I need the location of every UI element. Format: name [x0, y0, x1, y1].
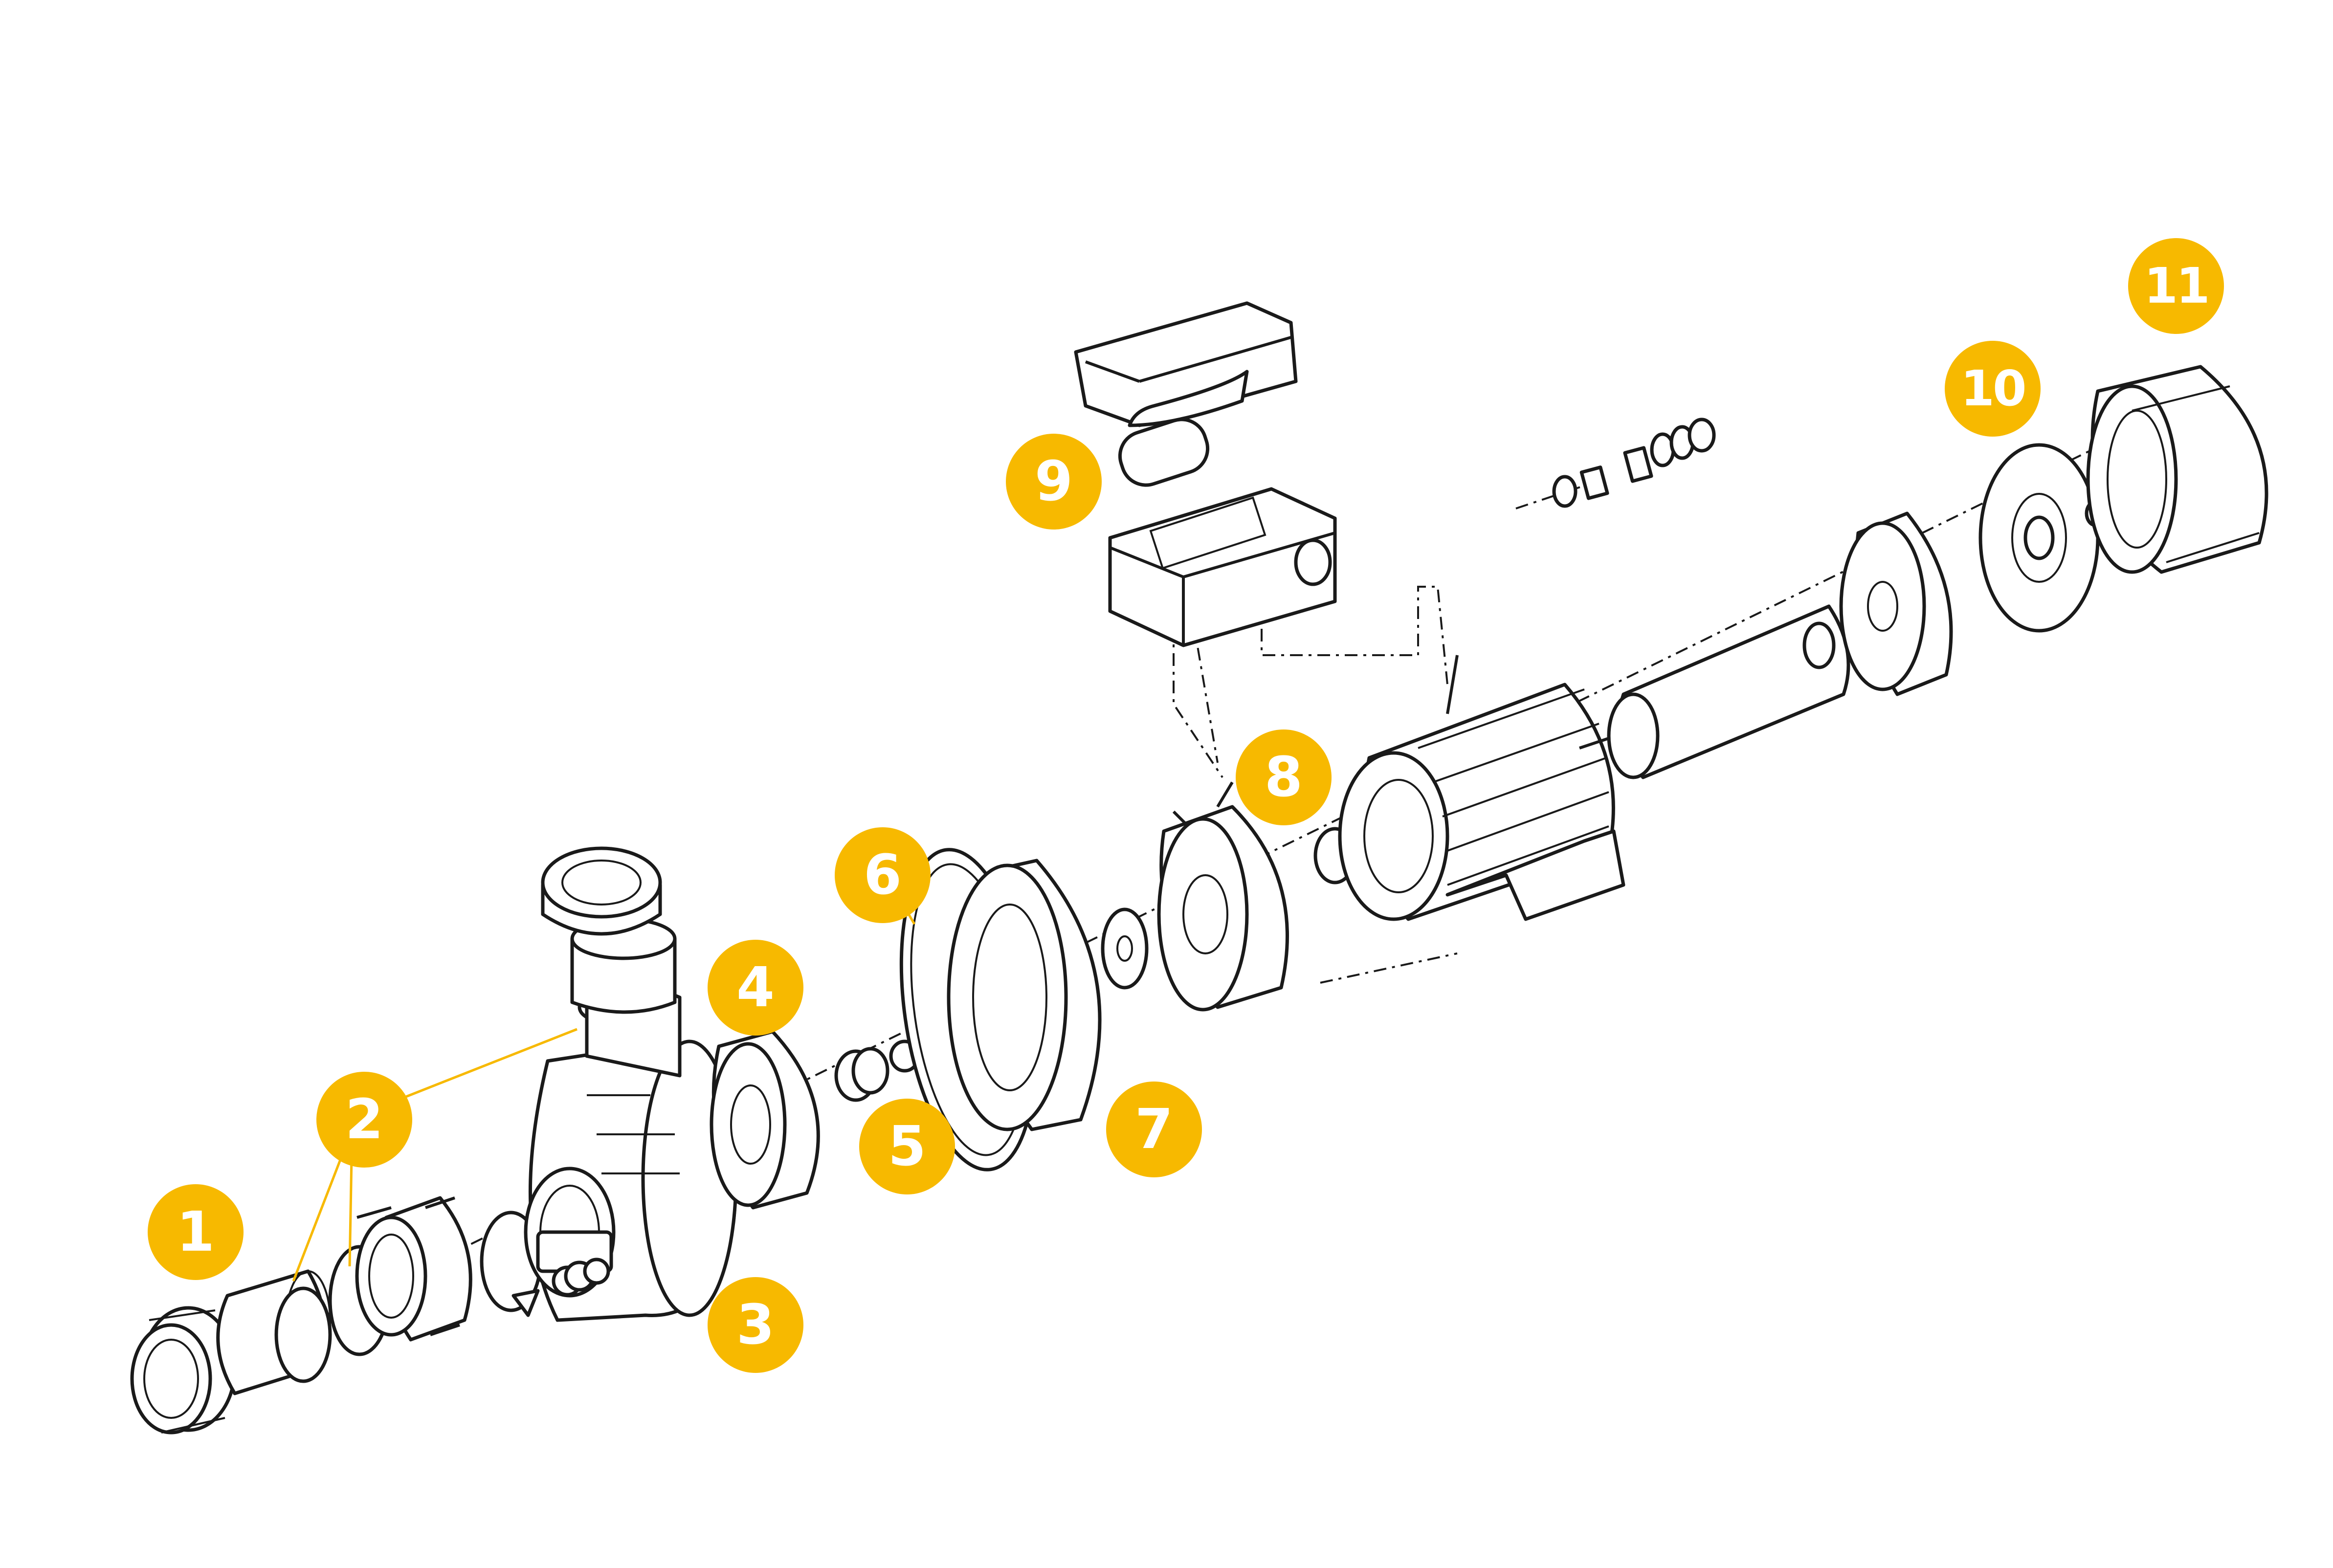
callout-badge-5: 5 — [859, 1099, 955, 1194]
motor-front-bracket — [1157, 781, 1356, 1012]
drain-plug-and-seals — [511, 1258, 610, 1317]
terminal-box — [1074, 301, 1337, 647]
callout-badge-4: 4 — [708, 940, 803, 1036]
water-slinger — [1101, 907, 1149, 990]
impeller — [710, 1030, 820, 1210]
terminal-hardware — [1552, 418, 1716, 508]
motor-rear-bracket — [1839, 511, 1953, 696]
motor-rotor-shaft — [1579, 604, 1850, 779]
callout-badge-11: 11 — [2128, 238, 2224, 334]
seal-plate — [947, 859, 1102, 1131]
discharge-union — [541, 846, 677, 1014]
callout-badge-3: 3 — [708, 1277, 803, 1373]
callout-badge-2: 2 — [316, 1072, 412, 1168]
cooling-fan — [1978, 443, 2106, 633]
union-nut — [130, 1306, 237, 1435]
callout-badge-10: 10 — [1945, 341, 2041, 437]
callout-badge-7: 7 — [1106, 1082, 1202, 1177]
suction-flange — [355, 1196, 472, 1342]
motor-stator — [1338, 655, 1625, 921]
callout-badge-9: 9 — [1006, 434, 1102, 530]
callout-badge-8: 8 — [1236, 729, 1332, 825]
callout-badge-6: 6 — [835, 827, 931, 923]
callout-badge-1: 1 — [148, 1184, 244, 1280]
mechanical-seal — [834, 1039, 920, 1102]
fan-cover — [2086, 365, 2268, 574]
